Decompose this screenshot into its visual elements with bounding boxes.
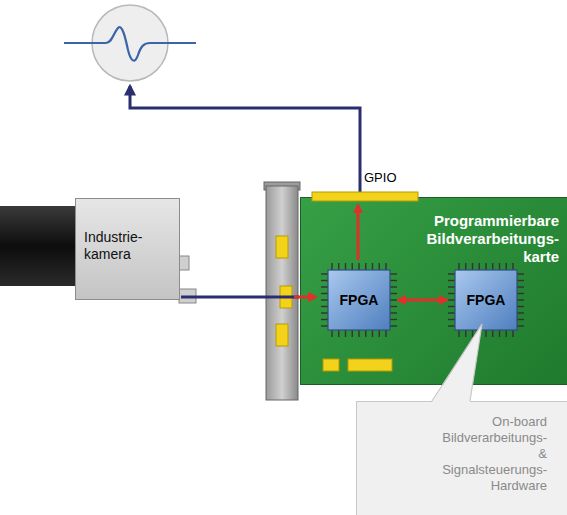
node-text: Programmierbare Bildverarbeitungs- karte (426, 212, 559, 266)
chip-label: FPGA (340, 292, 379, 308)
fpga-chip: FPGA (448, 263, 524, 337)
signal-wire (130, 86, 360, 192)
camera-lens (0, 206, 76, 286)
data-arrow (357, 205, 360, 260)
node-text: On-board Bildverarbeitungs- & Signalsteu… (442, 414, 547, 494)
node-text: Industrie- kamera (84, 229, 142, 263)
callout-pointer (432, 324, 482, 402)
fpga-chip: FPGA (321, 263, 397, 337)
data-arrow (398, 299, 447, 302)
signal-scope (64, 5, 196, 81)
image-processing-card: Programmierbare Bildverarbeitungs- karte… (300, 197, 567, 385)
data-arrow (294, 296, 316, 299)
camera-cable (181, 296, 299, 299)
camera-body: Industrie- kamera (75, 198, 180, 300)
chip-label: FPGA (467, 292, 506, 308)
callout-box: On-board Bildverarbeitungs- & Signalsteu… (356, 401, 567, 515)
connector-name: GPIO (364, 170, 397, 185)
gpio-connector (312, 192, 418, 201)
board-connector (323, 359, 339, 371)
slot-bracket (264, 182, 300, 400)
board-connector (348, 359, 392, 371)
camera-port (179, 256, 189, 270)
